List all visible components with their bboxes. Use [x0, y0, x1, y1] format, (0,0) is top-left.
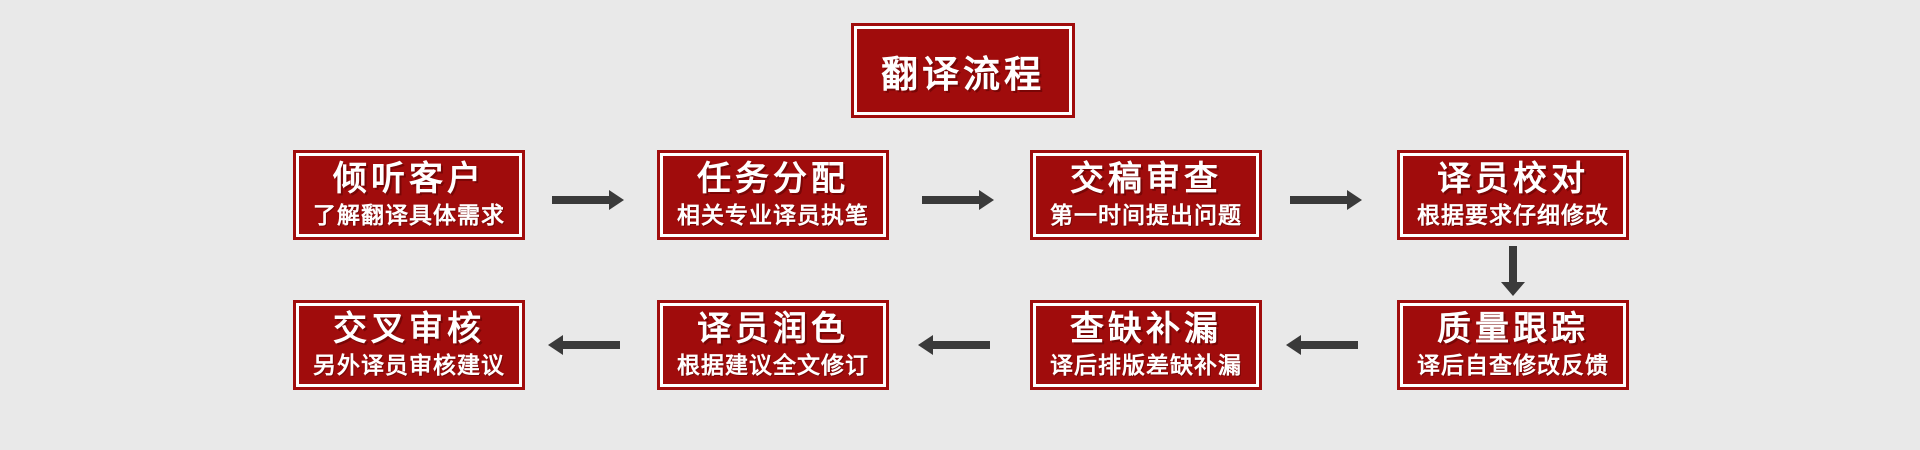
arrow-head [1347, 190, 1362, 210]
step-subtitle: 另外译员审核建议 [313, 352, 505, 379]
step-title: 查缺补漏 [1070, 310, 1222, 349]
arrow-head [979, 190, 994, 210]
step-box-cross-review: 交叉审核 另外译员审核建议 [293, 300, 525, 390]
arrow-head [1501, 282, 1525, 296]
arrow-right-icon [1290, 185, 1362, 215]
step-subtitle: 根据建议全文修订 [677, 352, 869, 379]
step-subtitle: 第一时间提出问题 [1050, 202, 1242, 229]
step-title: 交叉审核 [333, 310, 485, 349]
arrow-down-icon [1498, 246, 1528, 296]
arrow-right-icon [552, 185, 624, 215]
arrow-shaft [1290, 196, 1348, 204]
arrow-left-icon [548, 330, 620, 360]
arrow-left-icon [1286, 330, 1358, 360]
step-title: 倾听客户 [333, 160, 485, 199]
step-subtitle: 译后自查修改反馈 [1417, 352, 1609, 379]
step-box-translator-proofreading: 译员校对 根据要求仔细修改 [1397, 150, 1629, 240]
step-subtitle: 了解翻译具体需求 [313, 202, 505, 229]
step-title: 质量跟踪 [1437, 310, 1589, 349]
arrow-shaft [1509, 246, 1517, 282]
step-subtitle: 根据要求仔细修改 [1417, 202, 1609, 229]
step-title: 译员润色 [697, 310, 849, 349]
step-subtitle: 相关专业译员执笔 [677, 202, 869, 229]
flow-title-box: 翻译流程 [851, 23, 1075, 118]
step-box-gap-check: 查缺补漏 译后排版差缺补漏 [1030, 300, 1262, 390]
arrow-shaft [922, 196, 980, 204]
arrow-head [918, 335, 933, 355]
arrow-shaft [552, 196, 610, 204]
step-box-quality-tracking: 质量跟踪 译后自查修改反馈 [1397, 300, 1629, 390]
step-title: 交稿审查 [1070, 160, 1222, 199]
step-title: 任务分配 [697, 160, 849, 199]
step-subtitle: 译后排版差缺补漏 [1050, 352, 1242, 379]
step-box-submission-review: 交稿审查 第一时间提出问题 [1030, 150, 1262, 240]
arrow-right-icon [922, 185, 994, 215]
arrow-shaft [562, 341, 620, 349]
arrow-shaft [932, 341, 990, 349]
arrow-left-icon [918, 330, 990, 360]
arrow-shaft [1300, 341, 1358, 349]
step-box-listen-customer: 倾听客户 了解翻译具体需求 [293, 150, 525, 240]
arrow-head [1286, 335, 1301, 355]
step-box-translator-polishing: 译员润色 根据建议全文修订 [657, 300, 889, 390]
page-title: 翻译流程 [881, 53, 1045, 95]
arrow-head [609, 190, 624, 210]
step-box-task-assignment: 任务分配 相关专业译员执笔 [657, 150, 889, 240]
step-title: 译员校对 [1437, 160, 1589, 199]
arrow-head [548, 335, 563, 355]
